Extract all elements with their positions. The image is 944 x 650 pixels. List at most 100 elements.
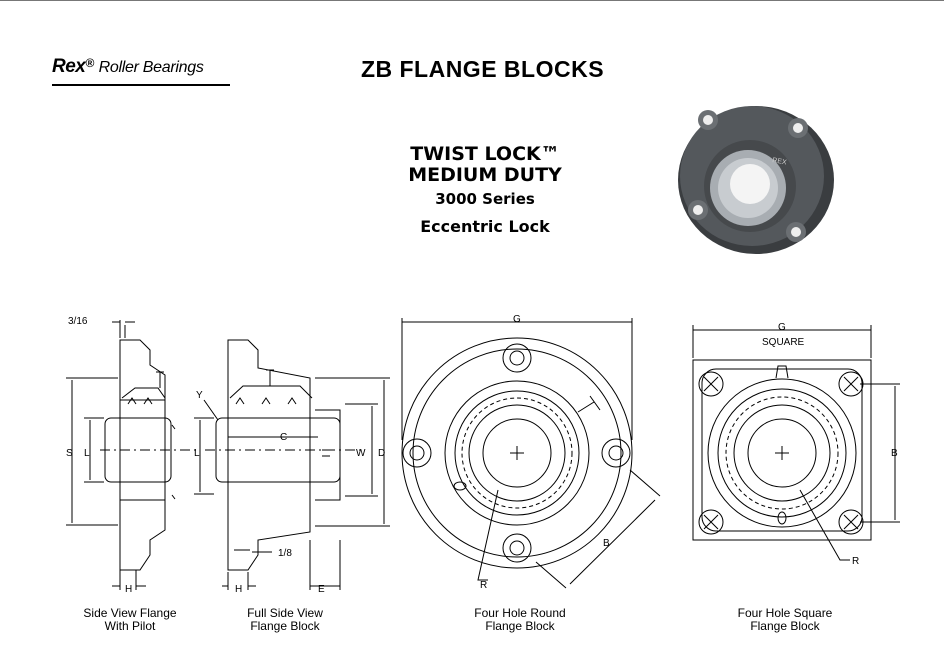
bolt-hole-bottom <box>509 540 525 556</box>
photo-bolt-hole <box>693 205 703 215</box>
square-outer-edge <box>692 359 872 541</box>
caption-side-view-line1: Side View Flange <box>83 606 177 620</box>
bolt-hole-bottom-left <box>698 509 724 535</box>
bolt-hole-top-left <box>698 371 724 397</box>
bearing-cap <box>121 387 166 399</box>
bearing-outer-race <box>454 390 580 516</box>
dim-W <box>345 403 378 497</box>
photo-bore <box>730 164 770 204</box>
top-border-line <box>0 0 944 1</box>
bolt-hole-top <box>509 350 525 366</box>
dim-G-label: G <box>513 314 521 325</box>
photo-bolt-hole <box>793 123 803 133</box>
bolt-hole-left <box>409 445 425 461</box>
photo-bolt-hole <box>703 115 713 125</box>
caption-square-line1: Four Hole Square <box>737 606 833 620</box>
bolt-hole-bottom-left-mark <box>703 514 719 530</box>
brand-name: Rex <box>52 56 86 77</box>
dim-square-label: SQUARE <box>762 337 805 348</box>
dim-H2-label: H <box>235 584 242 595</box>
set-screw <box>322 449 330 457</box>
dim-D <box>315 377 390 527</box>
dim-1-8-label: 1/8 <box>278 548 292 559</box>
round-outer-rim <box>401 337 633 569</box>
bolt-hole-right <box>608 445 624 461</box>
bolt-hole-top-left-mark <box>703 376 719 392</box>
technical-drawing: 3/16 S L H Y C L W D 1/8 H E <box>66 314 900 595</box>
caption-full-side-line1: Full Side View <box>247 606 323 620</box>
grease-fitting <box>577 395 601 413</box>
dim-W-label: W <box>356 448 366 459</box>
dim-R2-leader <box>799 489 850 561</box>
caption-square-line2: Flange Block <box>750 619 820 633</box>
dim-3-16-label: 3/16 <box>68 316 88 327</box>
roller-marks <box>127 397 153 405</box>
dim-R2-label: R <box>852 556 859 567</box>
photo-casting-text: REX <box>772 157 788 166</box>
dim-R-leader <box>477 489 499 581</box>
subtitle-twist-lock: TWIST LOCK™ <box>410 143 560 165</box>
bearing-rollers <box>725 396 839 510</box>
flange-outline <box>227 339 311 571</box>
dim-Y-label: Y <box>196 390 203 401</box>
break-marks <box>171 424 176 500</box>
dim-G2-label: G <box>778 322 786 333</box>
dim-R-label: R <box>480 580 487 591</box>
bolt-boss-right <box>601 438 631 468</box>
side-view-pilot: 3/16 S L H <box>66 316 200 595</box>
set-screw <box>777 511 787 525</box>
subtitle-medium-duty: MEDIUM DUTY <box>408 164 562 186</box>
collar-outline <box>315 409 341 501</box>
caption-full-side-line2: Flange Block <box>250 619 320 633</box>
dim-G2 <box>692 325 872 358</box>
dim-B2-label: B <box>891 448 898 459</box>
bore <box>482 418 552 488</box>
brand-mark: ® <box>85 56 95 70</box>
dim-Y-leader <box>203 399 219 421</box>
bearing-cap <box>229 385 313 399</box>
bearing-collar <box>733 404 831 502</box>
grease-fitting <box>266 369 274 386</box>
brand-underline <box>52 84 230 86</box>
dim-B <box>535 469 661 589</box>
dim-S-label: S <box>66 448 73 459</box>
flange-block-photo: REX <box>678 106 834 254</box>
page-title: ZB FLANGE BLOCKS <box>360 56 605 82</box>
grease-fitting <box>775 365 789 379</box>
dim-C-label: C <box>280 432 287 443</box>
subtitle-lock-type: Eccentric Lock <box>420 217 550 236</box>
caption-round-flange: Four Hole Round Flange Block <box>440 607 600 633</box>
dim-B2 <box>860 383 900 523</box>
round-flange-view: G B R <box>401 314 661 591</box>
bore-center-mark <box>510 446 524 460</box>
subtitle-series: 3000 Series <box>435 190 535 208</box>
dim-G <box>401 318 633 440</box>
bolt-hole-bottom-right-mark <box>843 514 859 530</box>
caption-side-view-line2: With Pilot <box>104 619 156 633</box>
photo-bolt-hole <box>791 227 801 237</box>
flange-outline <box>119 339 166 571</box>
bearing-collar <box>468 404 566 502</box>
caption-square-flange: Four Hole Square Flange Block <box>705 607 865 633</box>
caption-round-line1: Four Hole Round <box>474 606 566 620</box>
brand-product: Roller Bearings <box>98 59 204 76</box>
roller-marks <box>235 397 297 405</box>
bolt-boss-top <box>502 343 532 373</box>
full-side-view: Y C L W D 1/8 H E <box>194 339 390 595</box>
bolt-boss-bottom <box>502 533 532 563</box>
bearing-housing <box>444 380 590 526</box>
bearing-rollers <box>461 397 573 509</box>
dim-H-label: H <box>125 584 132 595</box>
dim-E-label: E <box>318 584 325 595</box>
dim-1-8 <box>234 549 272 553</box>
dim-H <box>112 570 146 590</box>
dim-L-label: L <box>84 448 90 459</box>
caption-side-view: Side View Flange With Pilot <box>60 607 200 633</box>
bolt-boss-left <box>402 438 432 468</box>
round-inner-rim <box>412 348 622 558</box>
bolt-hole-top-right-mark <box>843 376 859 392</box>
dim-S <box>66 377 118 526</box>
dim-L2 <box>194 417 214 495</box>
caption-round-line2: Flange Block <box>485 619 555 633</box>
bore <box>747 418 817 488</box>
